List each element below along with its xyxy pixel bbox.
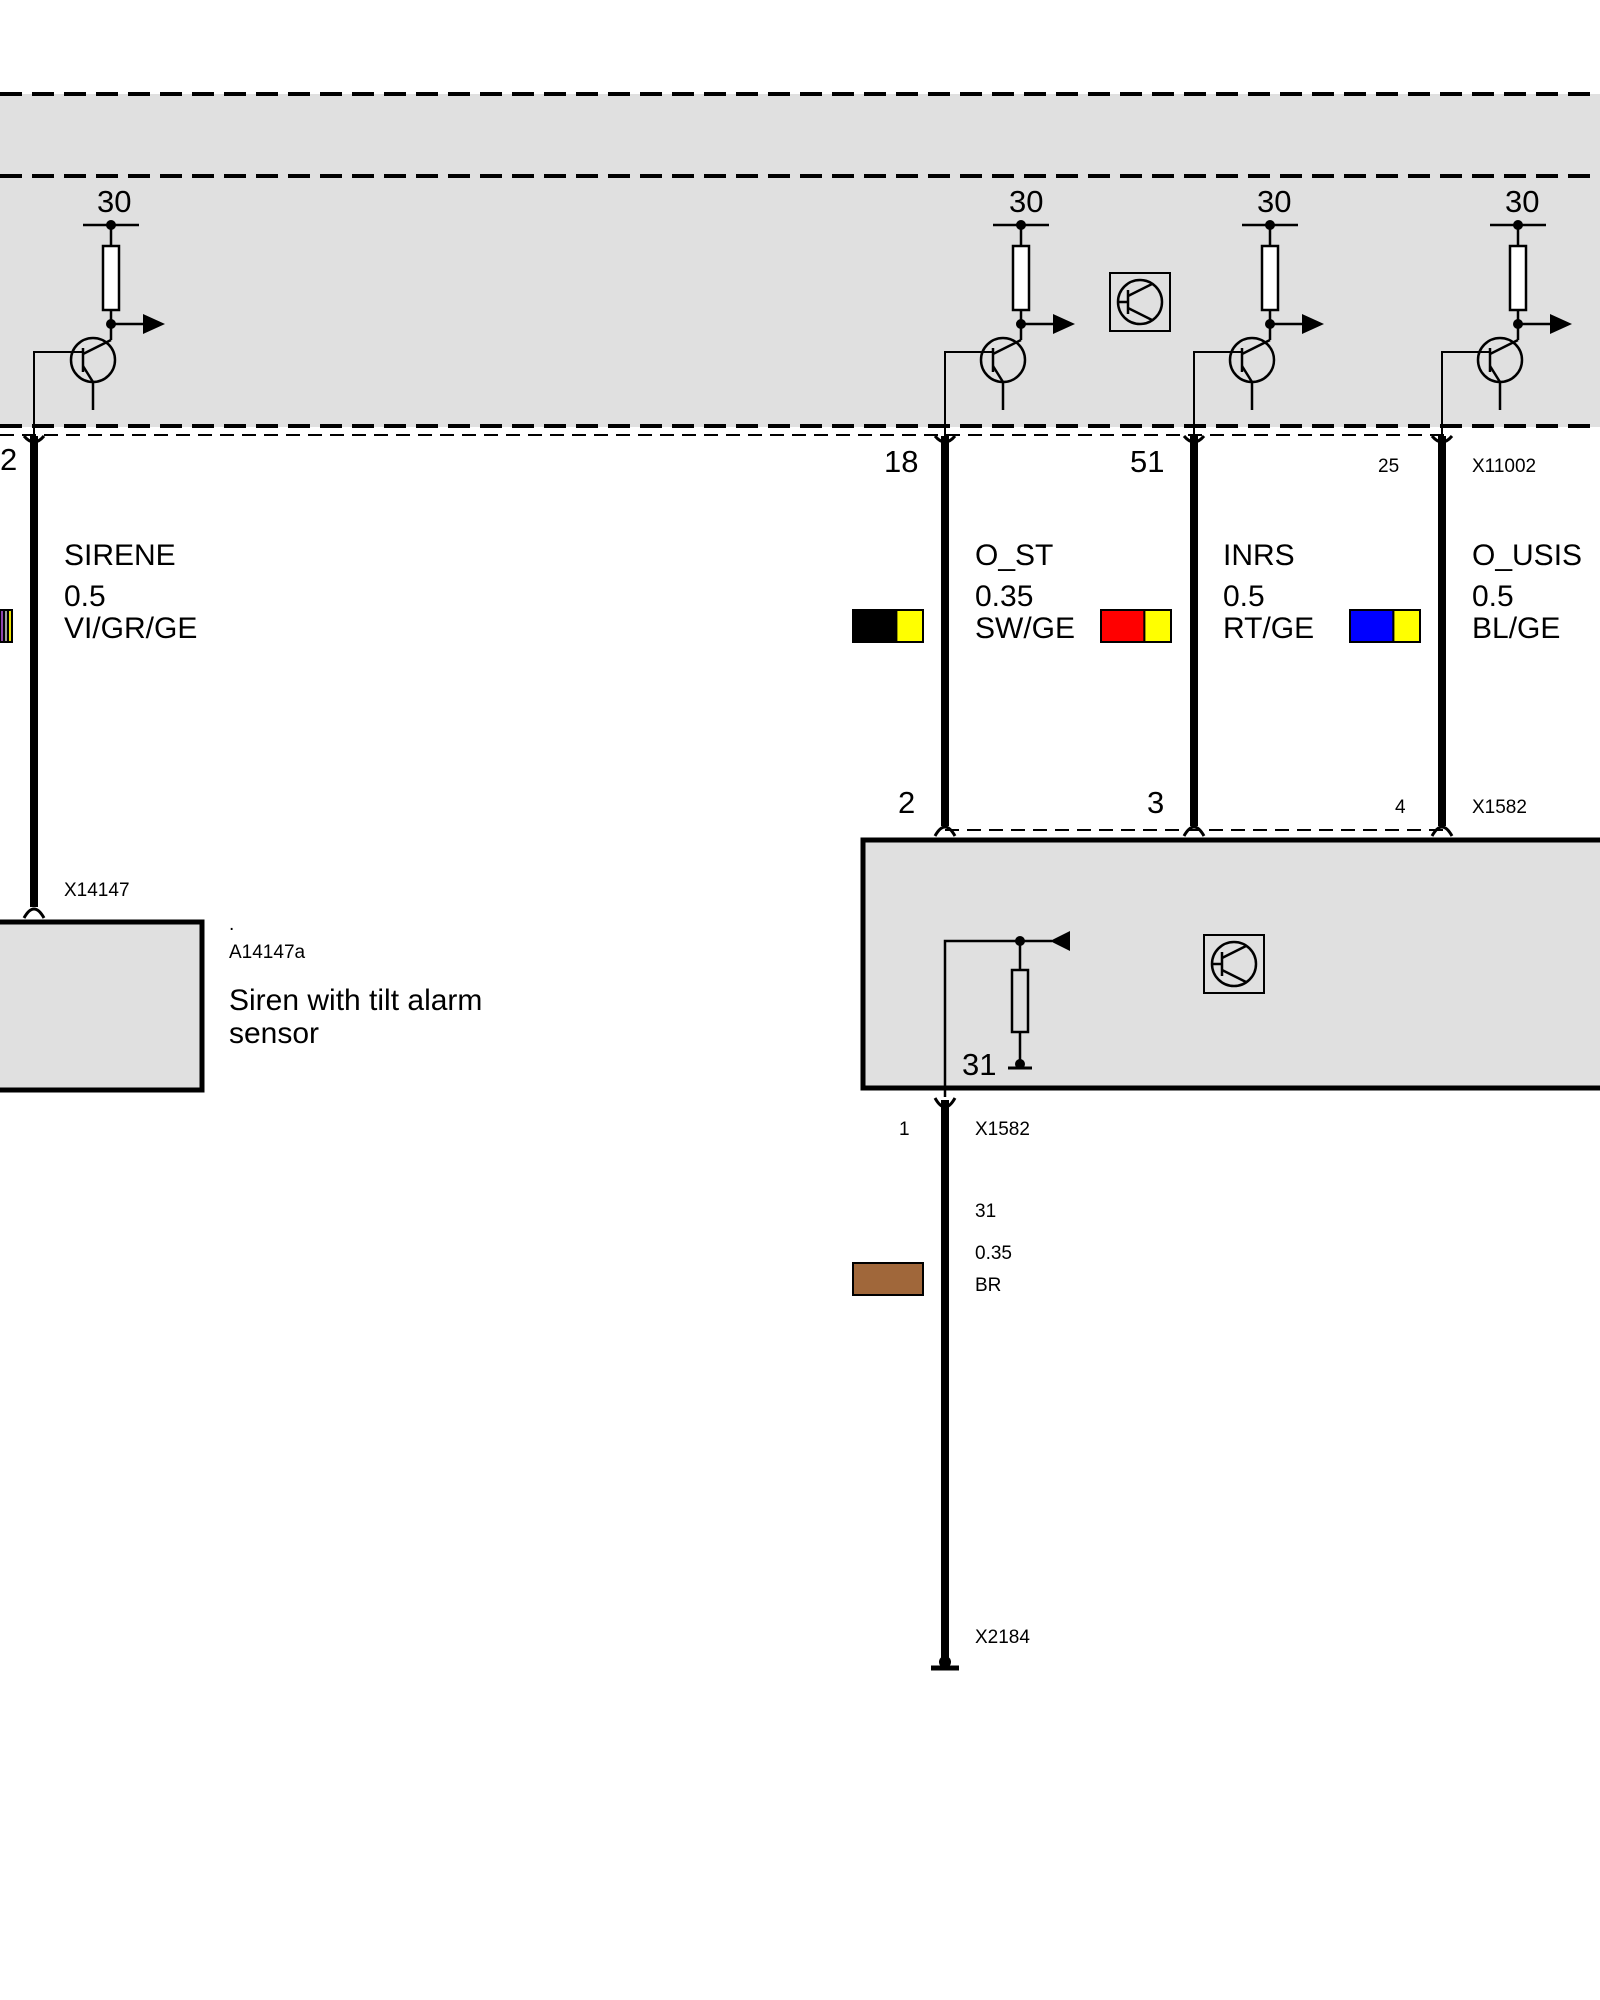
ground-wire-signal: 31 (975, 1201, 996, 1222)
swatch-segment (1349, 609, 1395, 643)
wire-gauge-inrs: 0.5 (1223, 580, 1265, 613)
wire-signal-o-usis: O_USIS (1472, 539, 1582, 572)
pin-number-o-st-lower: 2 (898, 785, 915, 820)
swatch-segment (1143, 609, 1173, 643)
driver-stage-o-st (944, 220, 1075, 436)
swatch-segment (852, 1262, 924, 1296)
supply-label-30: 30 (1009, 184, 1043, 219)
arrow-icon (143, 314, 165, 334)
supply-label-30: 30 (97, 184, 131, 219)
wire-gauge-o-usis: 0.5 (1472, 580, 1514, 613)
transistor-symbol-icon (1203, 934, 1265, 994)
wire-gauge-o-st: 0.35 (975, 580, 1033, 613)
swatch-segment (7, 609, 13, 643)
pin-number-o-usis-lower: 4 (1395, 797, 1406, 818)
wire-gauge-sirene: 0.5 (64, 580, 106, 613)
swatch-segment (1100, 609, 1146, 643)
color-swatch-o-st (852, 609, 925, 643)
arrow-icon (1050, 931, 1070, 951)
ground-label-31: 31 (962, 1047, 996, 1082)
color-swatch-o-usis (1349, 609, 1422, 643)
siren-name-line2: sensor (229, 1017, 319, 1050)
color-swatch-inrs (1100, 609, 1173, 643)
ground-connector-label: X2184 (975, 1627, 1030, 1648)
resistor (1011, 244, 1031, 312)
pin-number-o-usis: 25 (1378, 456, 1399, 477)
color-swatch-ground (852, 1262, 924, 1296)
lower-module-body (860, 837, 1600, 1091)
driver-stage-inrs (1193, 220, 1324, 436)
siren-name-line1: Siren with tilt alarm (229, 984, 482, 1017)
wire-color-o-usis: BL/GE (1472, 612, 1560, 645)
swatch-segment (852, 609, 898, 643)
ground-wire-color: BR (975, 1275, 1001, 1296)
transistor-symbol-icon (1109, 272, 1171, 332)
siren-dot: . (229, 914, 234, 935)
supply-label-30: 30 (1505, 184, 1539, 219)
ground-symbol-icon (931, 1656, 959, 1671)
connector-label-x1582-bottom: X1582 (975, 1119, 1030, 1140)
junction-dot (1015, 936, 1025, 946)
arrow-icon (1550, 314, 1572, 334)
wire-color-o-st: SW/GE (975, 612, 1075, 645)
resistor (101, 244, 121, 312)
junction-dot (1015, 1059, 1025, 1069)
siren-component-box (0, 919, 205, 1093)
arrow-icon (1302, 314, 1324, 334)
pin-number-inrs-lower: 3 (1147, 785, 1164, 820)
connector-label-x14147: X14147 (64, 880, 130, 901)
swatch-segment (1392, 609, 1422, 643)
resistor (1260, 244, 1280, 312)
driver-stage-o-usis (1441, 220, 1572, 436)
pin-number-sirene: 2 (0, 442, 17, 477)
wire-signal-sirene: SIRENE (64, 539, 176, 572)
resistor (1508, 244, 1528, 312)
wire-color-sirene: VI/GR/GE (64, 612, 197, 645)
pin-number-inrs: 51 (1130, 444, 1164, 479)
wire-color-inrs: RT/GE (1223, 612, 1314, 645)
ground-wire-gauge: 0.35 (975, 1243, 1012, 1264)
connector-label-x1582-top: X1582 (1472, 797, 1527, 818)
driver-stage-sirene (33, 220, 165, 436)
arrow-icon (1053, 314, 1075, 334)
supply-label-30: 30 (1257, 184, 1291, 219)
top-module-body (0, 94, 1600, 427)
connector-label-x11002: X11002 (1472, 456, 1536, 477)
wire-signal-o-st: O_ST (975, 539, 1053, 572)
wire-signal-inrs: INRS (1223, 539, 1295, 572)
pin-number-o-st: 18 (884, 444, 918, 479)
siren-component-id: A14147a (229, 942, 306, 963)
color-swatch-sirene (0, 609, 13, 643)
swatch-segment (895, 609, 925, 643)
pin-number-bottom: 1 (899, 1119, 910, 1140)
